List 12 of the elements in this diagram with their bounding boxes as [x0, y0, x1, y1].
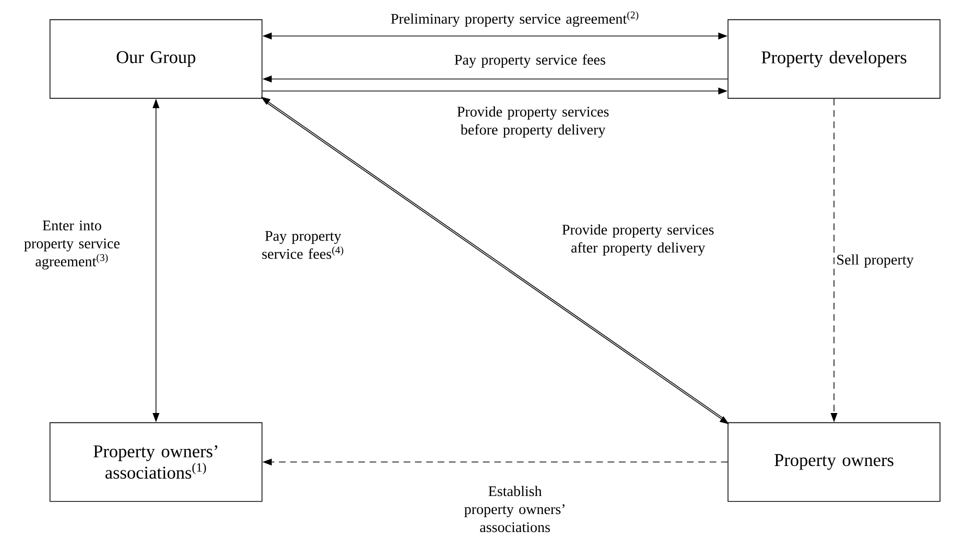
edge-label: Enter into property service agreement$^{(3)}$: [24, 220, 120, 270]
process-box: Property owners: [728, 422, 940, 502]
edge-label: Provide property services after property delivery: [562, 224, 714, 256]
edge-label: Establish property owners’ associations: [464, 486, 564, 532]
process-box: Property developers: [728, 19, 940, 99]
process-box: Our Group: [50, 19, 262, 99]
edge-label: Sell property: [837, 254, 914, 268]
edge-label: Pay property service fees$^{(4)}$: [262, 231, 344, 259]
edge-label: Pay property service fees: [454, 54, 606, 68]
process-box: Property owners’ associations$^{(1)}$: [50, 422, 262, 502]
edge-label: Provide property services before property delivery: [457, 106, 609, 138]
edge-label: Preliminary property service agreement$^{(2)}$: [391, 11, 638, 27]
